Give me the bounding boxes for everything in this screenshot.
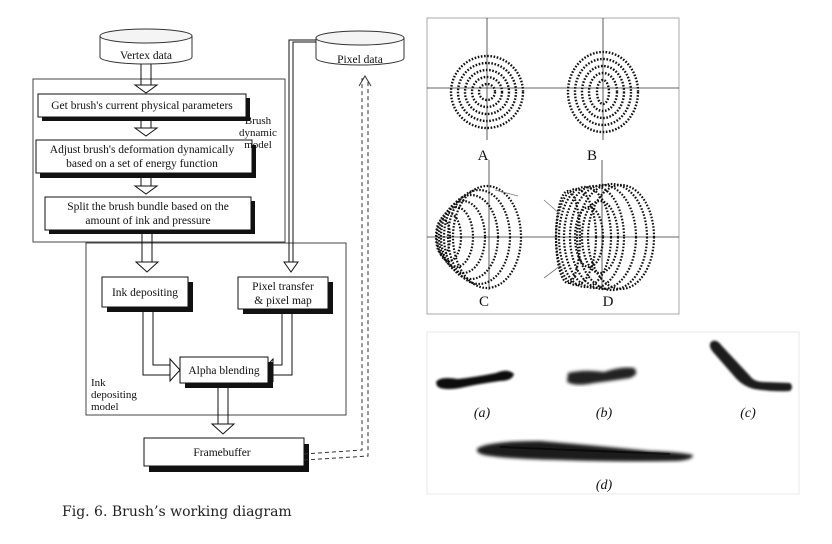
deformation-panel-frame	[426, 17, 680, 315]
step3-line1: Split the brush bundle based on the	[67, 201, 229, 213]
figure-caption: Fig. 6. Brush’s working diagram	[62, 504, 292, 520]
stroke-d	[476, 441, 693, 462]
dashed-feedback-head	[358, 75, 372, 87]
stroke-c-label: (c)	[740, 406, 756, 421]
arrow-vertex-to-step1	[133, 64, 159, 94]
framebuffer-label: Framebuffer	[193, 447, 250, 459]
stroke-b	[567, 367, 637, 385]
step2-line2: based on a set of energy function	[66, 158, 218, 170]
panel-a-concentric-circles	[449, 54, 525, 130]
arrow-alpha-to-framebuffer	[210, 386, 236, 435]
arrow-ink-to-alpha	[142, 309, 181, 383]
pixel-transfer-box: Pixel transfer & pixel map	[237, 276, 333, 314]
step3-line2: amount of ink and pressure	[85, 215, 210, 227]
panel-a-letter: A	[478, 148, 489, 164]
flowchart: Vertex data Pixel data Get brush's curre…	[32, 28, 405, 472]
arrow-step3-to-ink	[134, 232, 160, 273]
stroke-a	[436, 370, 514, 390]
stroke-samples-frame	[426, 331, 800, 495]
pixel-data-feed-line	[283, 39, 316, 273]
brush-model-label-3: model	[244, 139, 272, 151]
vertex-data-cylinder: Vertex data	[99, 28, 193, 65]
panel-b-concentric-ellipses	[566, 50, 640, 134]
pixel-data-cylinder: Pixel data	[315, 30, 405, 66]
brush-model-label-2: dynamic	[239, 127, 277, 139]
alpha-blending-box: Alpha blending	[179, 356, 273, 388]
step-get-parameters: Get brush's current physical parameters	[37, 93, 250, 121]
ink-depositing-label: Ink depositing	[112, 287, 178, 299]
pixel-transfer-line1: Pixel transfer	[252, 281, 314, 293]
deformation-panel: A B C	[426, 17, 680, 315]
step-split-bundle: Split the brush bundle based on the amou…	[44, 196, 255, 234]
brush-model-label-1: Brush	[245, 115, 272, 127]
ink-depositing-model-frame	[85, 242, 347, 416]
stroke-d-label: (d)	[596, 478, 613, 493]
arrow-step1-to-step2	[133, 119, 159, 137]
brush-dynamic-model-frame	[32, 78, 286, 243]
ink-model-label-2: depositing	[91, 389, 137, 401]
arrow-step2-to-step3	[133, 175, 159, 195]
vertex-data-label: Vertex data	[120, 50, 172, 62]
alpha-blending-label: Alpha blending	[188, 365, 259, 377]
stroke-a-label: (a)	[474, 406, 491, 421]
panel-d-letter: D	[603, 294, 614, 310]
step-adjust-deformation: Adjust brush's deformation dynamically b…	[35, 139, 256, 178]
stroke-c	[709, 340, 792, 392]
ink-depositing-box: Ink depositing	[101, 276, 193, 312]
step2-line1: Adjust brush's deformation dynamically	[50, 144, 235, 156]
pixel-data-label: Pixel data	[337, 54, 383, 66]
panel-b-letter: B	[587, 148, 597, 164]
panel-d-overlapping-ellipses	[554, 182, 656, 292]
step1-label: Get brush's current physical parameters	[51, 100, 233, 112]
stroke-samples-panel: (a) (b) (c) (d)	[426, 331, 800, 495]
panel-c-deformed-ellipses	[434, 184, 523, 290]
stroke-b-label: (b)	[596, 406, 613, 421]
pixel-transfer-line2: & pixel map	[254, 295, 312, 307]
dashed-feedback-arrow	[303, 78, 369, 461]
panel-c-letter: C	[479, 294, 489, 310]
framebuffer-box: Framebuffer	[143, 437, 309, 472]
ink-model-label-3: model	[91, 401, 119, 413]
ink-model-label-1: Ink	[91, 377, 106, 389]
